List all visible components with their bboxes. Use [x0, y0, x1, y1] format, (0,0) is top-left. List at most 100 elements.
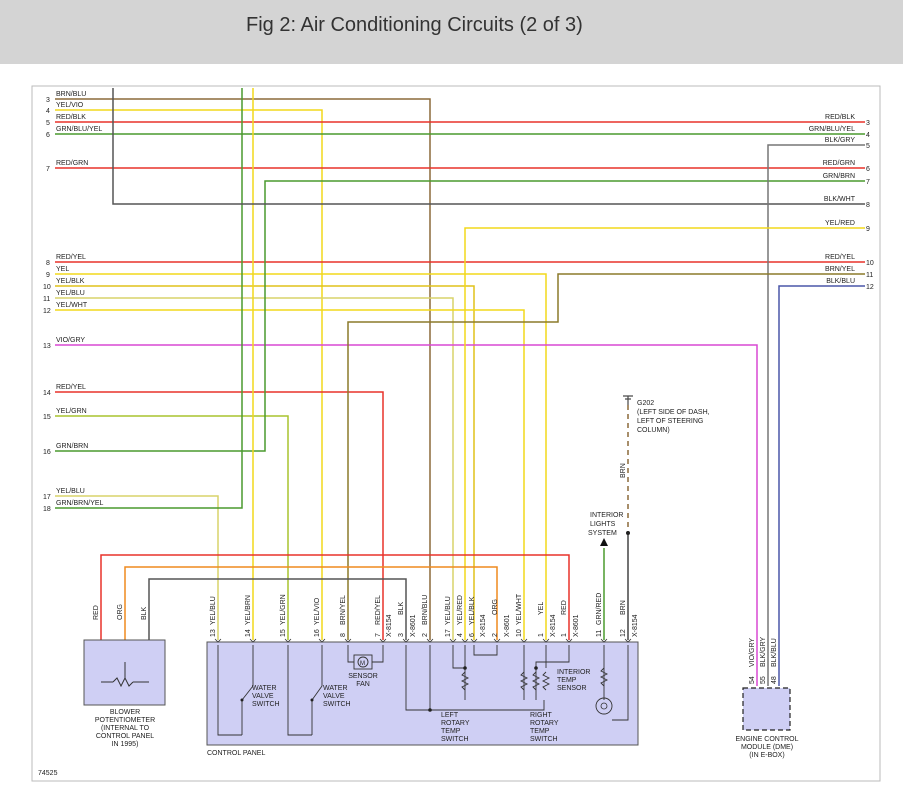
cp-splice-label: X-8601	[410, 614, 417, 637]
ground-g202: G202 (LEFT SIDE OF DASH, LEFT OF STEERIN…	[620, 395, 710, 535]
cp-wire-label: YEL/BLU	[210, 596, 217, 625]
cp-pin-num: 12	[620, 629, 627, 637]
interior-temp-label: SENSOR	[557, 685, 587, 692]
ecm-wire-label: BLK/GRY	[760, 636, 767, 667]
left-pin-num: 4	[46, 108, 50, 115]
connector-pin	[520, 638, 528, 643]
connector-pin	[624, 638, 632, 643]
water-valve-label: WATER	[323, 685, 348, 692]
cp-pin-num: 1	[561, 633, 568, 637]
blower-label: POTENTIOMETER	[95, 717, 155, 724]
left-pin-label: VIO/GRY	[56, 337, 85, 344]
right-pin-label: GRN/BRN	[823, 173, 855, 180]
wire-brn-yel	[347, 273, 865, 640]
wire-yel-9	[55, 273, 547, 640]
connector-pin	[449, 638, 457, 643]
cp-pin-num: 4	[457, 633, 464, 637]
ecm-pin-num: 54	[749, 676, 756, 684]
right-pin-num: 7	[866, 179, 870, 186]
diagram-frame	[31, 85, 881, 782]
right-pin-num: 8	[866, 202, 870, 209]
right-pin-num: 10	[866, 260, 874, 267]
cp-pin-num: 8	[340, 633, 347, 637]
cp-wire-label: YEL/RED	[457, 595, 464, 625]
left-pin-num: 3	[46, 97, 50, 104]
splice-dot	[626, 531, 630, 535]
right-pin-num: 9	[866, 226, 870, 233]
cp-splice-label: X-8154	[480, 614, 487, 637]
wire-blk-blu	[778, 285, 865, 686]
left-rotary-label: TEMP	[441, 728, 461, 735]
cp-wire-label: BRN/YEL	[340, 595, 347, 625]
connector-pin	[600, 638, 608, 643]
ecm-pin-num: 48	[771, 676, 778, 684]
left-pin-num: 16	[43, 449, 51, 456]
motor-box	[353, 654, 373, 670]
left-pin-label: YEL/BLU	[56, 290, 85, 297]
left-pin-num: 8	[46, 260, 50, 267]
right-pin-label: RED/YEL	[825, 254, 855, 261]
wire-layer	[55, 88, 865, 686]
left-pin-num: 12	[43, 308, 51, 315]
internal-wire	[612, 645, 629, 721]
left-pin-num: 9	[46, 272, 50, 279]
switch-blade	[241, 685, 254, 701]
left-pin-labels: 3 BRN/BLU 4 YEL/VIO 5 RED/BLK 6 GRN/BLU/…	[43, 91, 104, 513]
title-banner: Fig 2: Air Conditioning Circuits (2 of 3…	[0, 0, 903, 64]
connector-pin	[402, 638, 410, 643]
right-pin-label: YEL/RED	[825, 220, 855, 227]
blower-label: IN 1995)	[112, 741, 139, 748]
interior-temp-label: INTERIOR	[557, 669, 590, 676]
cp-connector-pins	[214, 638, 632, 643]
right-rotary-label: RIGHT	[530, 712, 553, 719]
connector-pin	[426, 638, 434, 643]
ground-note: (LEFT SIDE OF DASH,	[637, 409, 710, 416]
left-pin-num: 6	[46, 132, 50, 139]
wire-yel-blu-11	[55, 297, 454, 640]
left-pin-label: RED/YEL	[56, 384, 86, 391]
switch-contact	[240, 698, 244, 702]
cp-splice-label: X-8154	[386, 614, 393, 637]
left-pin-label: RED/GRN	[56, 160, 88, 167]
cp-pin-num: 7	[375, 633, 382, 637]
cp-pin-num: 1	[538, 633, 545, 637]
resistor-icon	[112, 676, 134, 688]
left-pin-num: 11	[43, 296, 50, 303]
connector-pin	[565, 638, 573, 643]
cp-pin-num: 17	[445, 629, 452, 637]
lamp-icon	[595, 697, 613, 715]
right-pin-num: 11	[866, 272, 873, 279]
cp-wire-label: YEL/BRN	[245, 595, 252, 625]
water-valve-label: SWITCH	[323, 701, 351, 708]
connector-pin	[461, 638, 469, 643]
left-pin-num: 5	[46, 120, 50, 127]
wire-blk-wht	[112, 88, 865, 205]
interior-lights-label: INTERIOR	[590, 512, 623, 519]
left-pin-label: GRN/BRN/YEL	[56, 500, 104, 507]
right-pin-label: GRN/BLU/YEL	[809, 126, 855, 133]
wire-yel-blk	[55, 285, 475, 640]
control-panel-label: CONTROL PANEL	[207, 750, 265, 757]
left-pin-label: GRN/BRN	[56, 443, 88, 450]
left-pin-label: YEL/GRN	[56, 408, 87, 415]
left-pin-num: 17	[43, 494, 51, 501]
cp-wire-label: YEL/BLU	[445, 596, 452, 625]
cp-pin-num: 13	[210, 629, 217, 637]
left-pin-num: 10	[43, 284, 51, 291]
ground-wire-label: BRN	[620, 463, 627, 478]
cp-splice-label: X-8154	[632, 614, 639, 637]
right-rotary-label: SWITCH	[530, 736, 558, 743]
connector-pin	[318, 638, 326, 643]
cp-wire-label: YEL/VIO	[314, 597, 321, 625]
cp-pin-num: 2	[492, 633, 499, 637]
resistor-icon	[541, 671, 551, 691]
blower-wire-label: RED	[93, 605, 100, 620]
left-pin-num: 13	[43, 343, 51, 350]
resistor-icon	[531, 671, 541, 691]
right-pin-label: RED/GRN	[823, 160, 855, 167]
wire-grn-brn-yel	[55, 88, 243, 509]
left-pin-num: 15	[43, 414, 51, 421]
control-panel-box	[206, 641, 639, 746]
right-rotary-label: TEMP	[530, 728, 550, 735]
